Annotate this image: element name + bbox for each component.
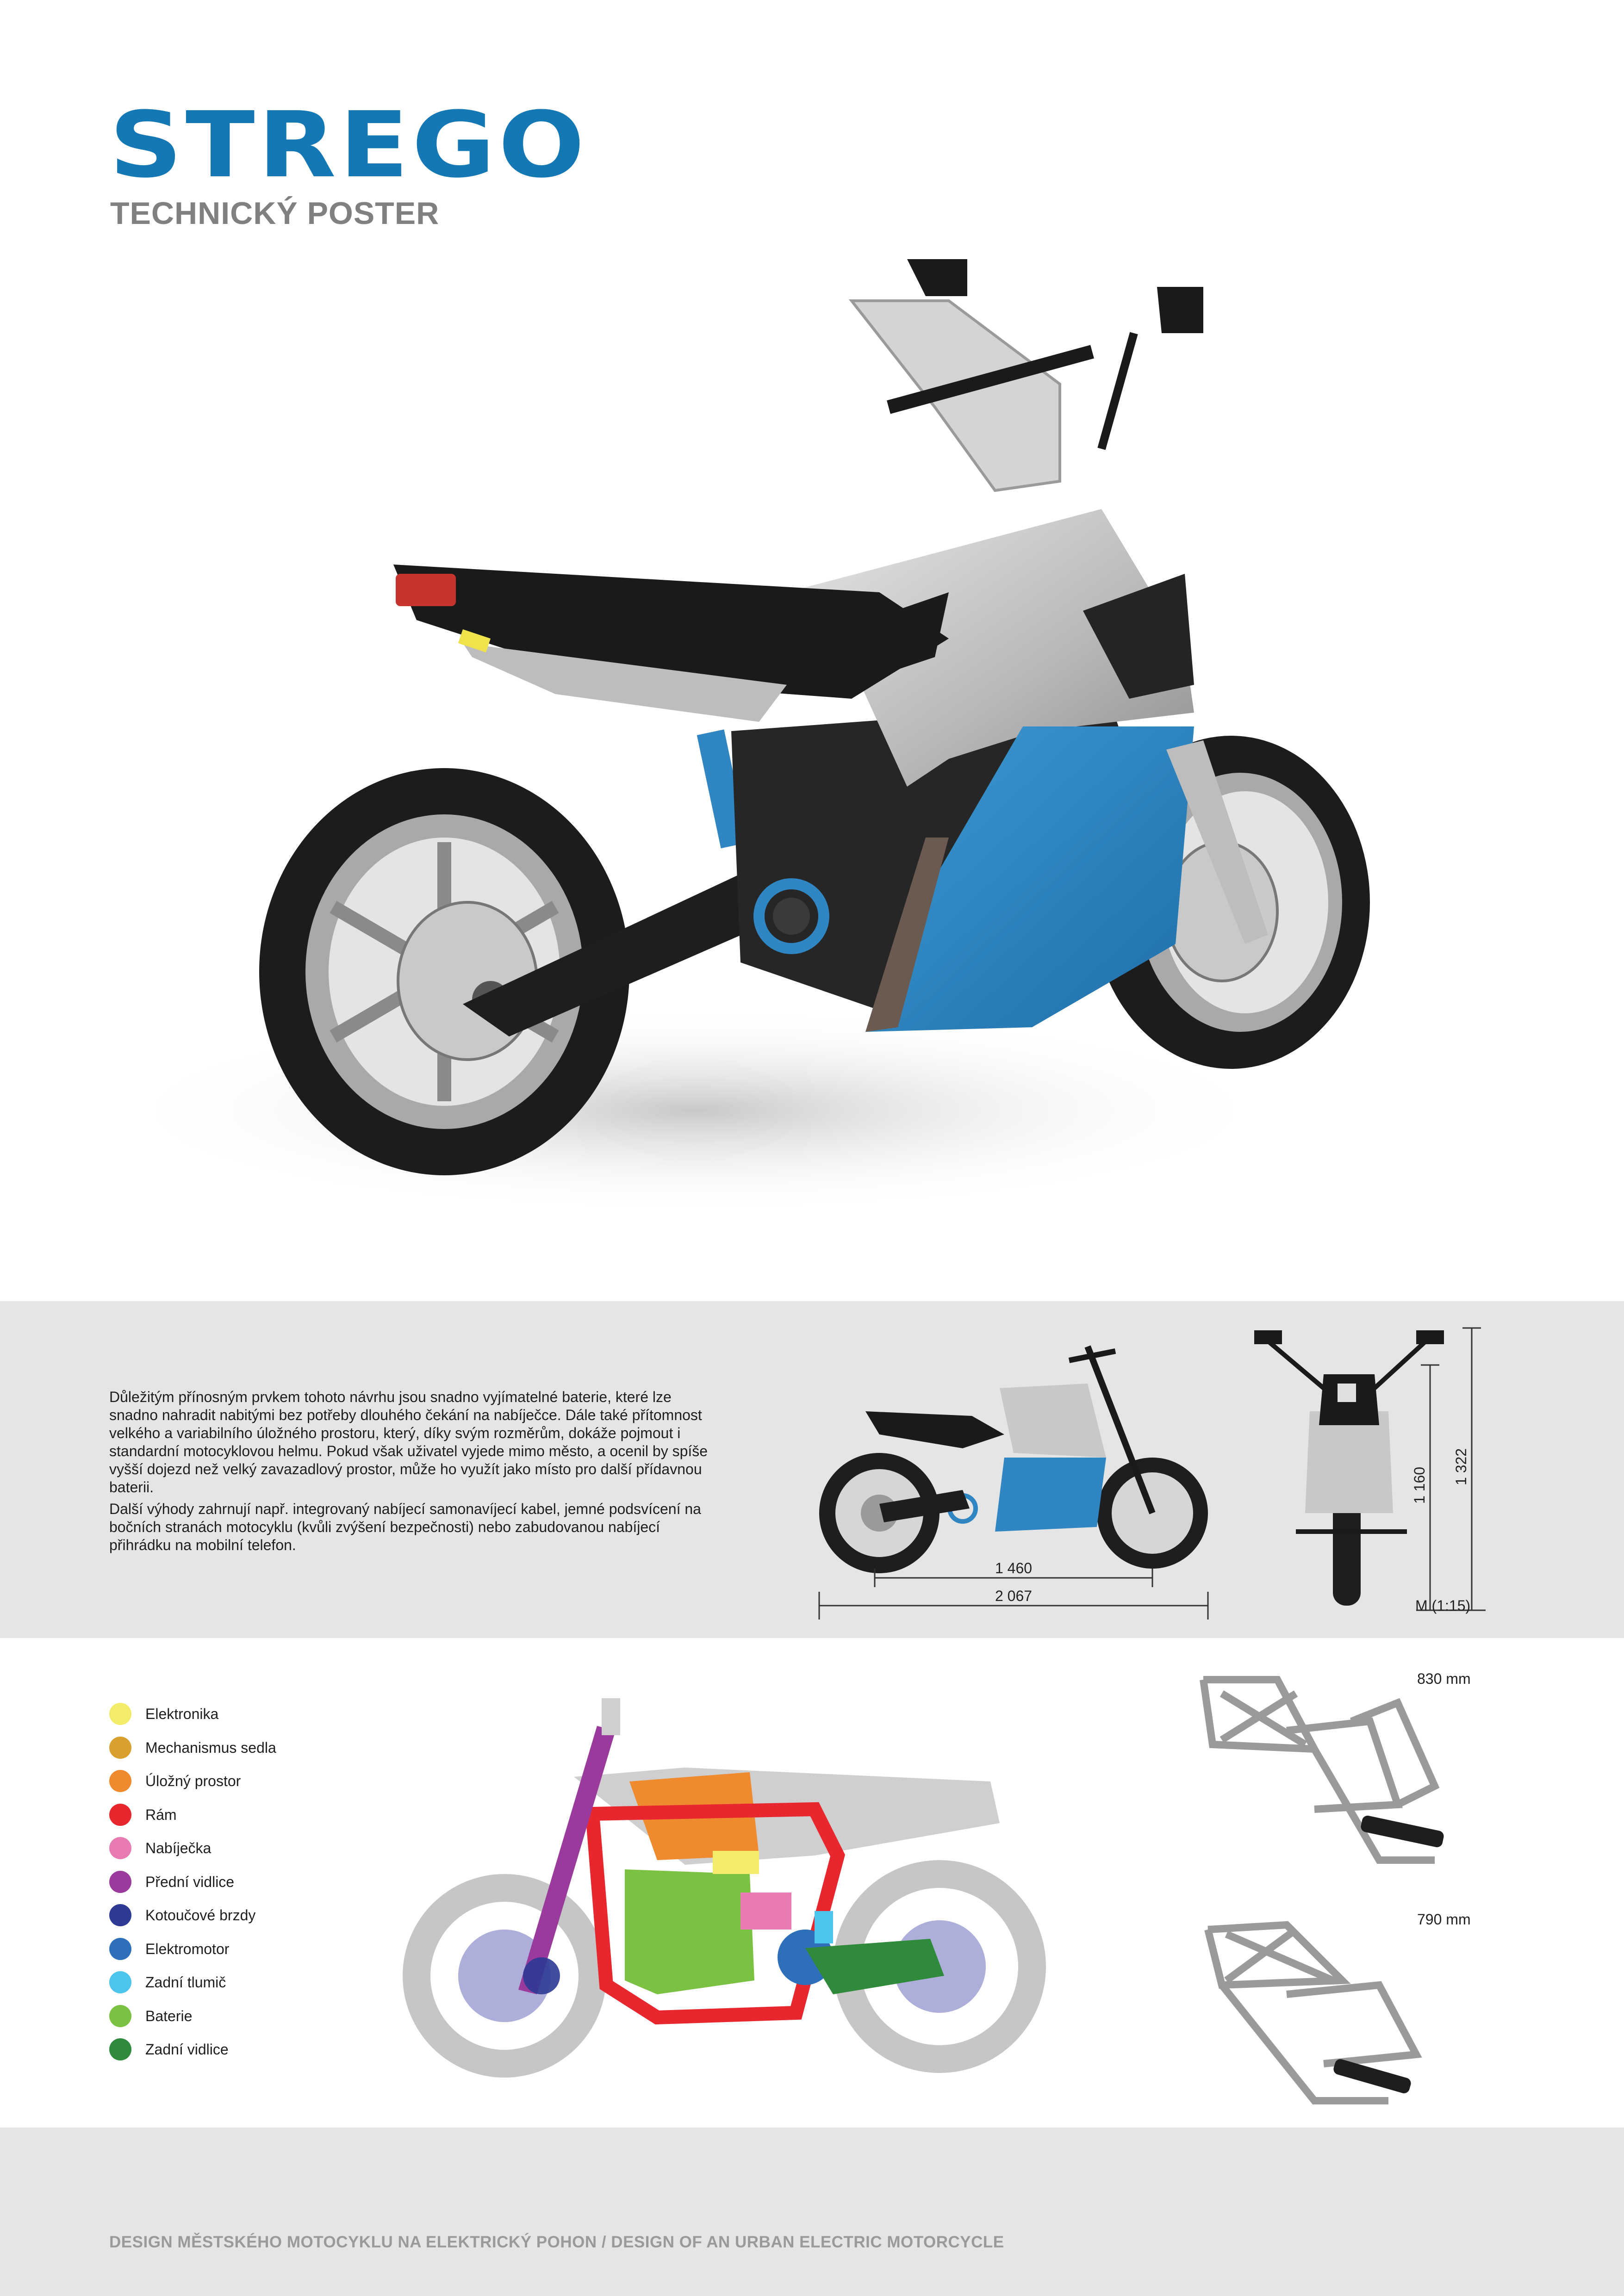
frame-830-label: 830 mm (1417, 1670, 1471, 1687)
legend-label: Kotoučové brzdy (145, 1907, 256, 1924)
frame-render-790 (1204, 1921, 1422, 2104)
legend-label: Zadní vidlice (145, 2041, 229, 2058)
description-text: Důležitým přínosným prvkem tohoto návrhu… (109, 1388, 711, 1558)
side-view-drawing: 1 460 2 067 (818, 1345, 1209, 1620)
legend-swatch (109, 1904, 131, 1926)
component-diagram (403, 1698, 1046, 2078)
front-view-drawing: 1 160 1 322 (1254, 1327, 1486, 1611)
legend-swatch (109, 1971, 131, 1993)
legend-swatch (109, 1937, 131, 1960)
dim-total-height: 1 322 (1453, 1448, 1469, 1485)
legend-label: Elektronika (145, 1706, 219, 1722)
legend-swatch (109, 2004, 131, 2027)
dim-seat-height: 1 160 (1411, 1467, 1428, 1504)
legend-label: Zadní tlumič (145, 1974, 226, 1991)
legend-swatch (109, 1870, 131, 1893)
legend-label: Nabíječka (145, 1840, 212, 1856)
brand-logo: STREGO (109, 93, 588, 198)
footer-title: DESIGN MĚSTSKÉHO MOTOCYKLU NA ELEKTRICKÝ… (109, 2233, 1004, 2251)
dim-wheelbase: 1 460 (995, 1560, 1032, 1576)
legend-label: Přední vidlice (145, 1873, 235, 1890)
legend-swatch (109, 1803, 131, 1826)
legend-label: Elektromotor (145, 1940, 230, 1957)
footer-band (0, 2128, 1624, 2296)
legend-label: Mechanismus sedla (145, 1739, 276, 1756)
hero-motorcycle-render (116, 259, 1370, 1212)
legend-swatch (109, 1703, 131, 1725)
legend-label: Úložný prostor (145, 1773, 241, 1789)
legend-swatch (109, 1736, 131, 1759)
dim-length: 2 067 (995, 1588, 1032, 1604)
poster-subtitle: TECHNICKÝ POSTER (110, 196, 440, 231)
description-paragraph-2: Další výhody zahrnují např. integrovaný … (109, 1501, 701, 1553)
legend-swatch (109, 2038, 131, 2060)
legend-label: Baterie (145, 2007, 193, 2024)
legend-swatch (109, 1770, 131, 1792)
legend-label: Rám (145, 1806, 177, 1823)
description-paragraph-1: Důležitým přínosným prvkem tohoto návrhu… (109, 1389, 708, 1496)
frame-render-830 (1200, 1676, 1444, 1864)
legend-swatch (109, 1837, 131, 1859)
scale-label: M (1:15) (1415, 1597, 1471, 1614)
frame-790-label: 790 mm (1417, 1911, 1471, 1928)
